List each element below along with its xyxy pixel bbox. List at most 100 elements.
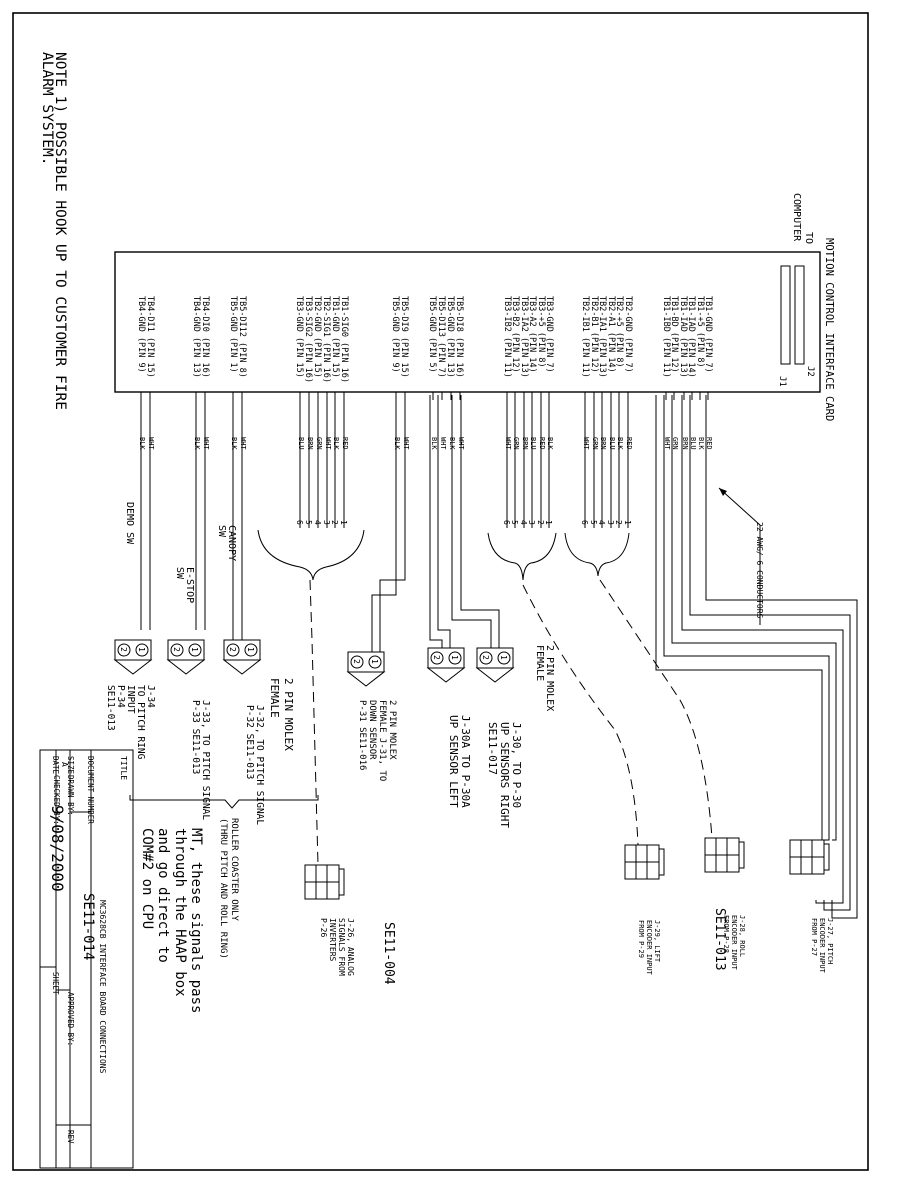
bundle-pin-number: 5 — [510, 520, 519, 525]
wire-color-label: BRN — [521, 437, 529, 450]
pin-label: TB4-DI1 (PIN 15) — [145, 296, 155, 378]
fire-alarm-note: NOTE 1) POSSIBLE HOOK UP TO CUSTOMER FIR… — [39, 52, 68, 410]
dashed-route-analog — [309, 579, 319, 866]
demo-switch-label: DEMO SW — [124, 502, 135, 545]
wire-color-label: BLU — [608, 437, 616, 450]
pin-label: TB5-DI8 (PIN 16) — [454, 296, 464, 378]
pin-label: TB5-GND (PIN 9) — [390, 296, 400, 373]
svg-text:1: 1 — [450, 655, 459, 660]
pin-label: TB5-DI9 (PIN 15) — [399, 296, 409, 378]
wire-color-label: WHT — [504, 437, 512, 450]
to-computer-group: TO — [803, 232, 814, 244]
molex-j30a: 12 — [426, 647, 466, 683]
j26-label-line: P-26 — [319, 918, 328, 937]
j32-label-line: J-32, TO PITCH SIGNAL — [254, 705, 265, 825]
j28-label-line: FROM P-28 — [722, 915, 730, 953]
j34-label-line: P-34 — [115, 685, 126, 708]
bundle-pin-number: 2 — [330, 520, 339, 525]
pin-label: TB5-GND (PIN 13) — [445, 296, 455, 378]
svg-text:1: 1 — [137, 647, 146, 652]
wire-color-label: RED — [341, 437, 349, 450]
wire-color-label: BLK — [697, 437, 705, 450]
molex-left-label-2: FEMALE — [268, 678, 281, 718]
j26-label-line: INVERTERS — [328, 918, 337, 962]
j31-label-line: P-31 SE11-016 — [357, 700, 367, 770]
connector-j26 — [304, 864, 345, 900]
pin-label: TB3-B2 (PIN 12) — [510, 296, 520, 373]
wire-color-label: BRN — [681, 437, 689, 450]
bundle-pin-number: 3 — [527, 520, 536, 525]
wires: REDBLKBLUBRNGRNWHTREDBLKBLUBRNGRNWHTBLKR… — [138, 392, 713, 528]
bundle-pin-number: 4 — [519, 520, 528, 525]
bundle-pin-number: 6 — [580, 520, 589, 525]
j27-label-line: ENCODER INPUT — [818, 918, 826, 974]
pin-labels: TB1-GND (PIN 7)TB1-+5 (PIN 8)TB1-IAD (PI… — [136, 296, 713, 383]
j32-label-line: P-32 SE11-013 — [244, 705, 255, 779]
title-block — [39, 749, 134, 1169]
estop-label-2: SW — [174, 567, 185, 580]
connector-j28 — [704, 837, 745, 873]
pin-label: TB4-DI0 (PIN 16) — [200, 296, 210, 378]
canopy-label-1: CANOPY — [226, 525, 237, 561]
j34-label-line: SE11-013 — [105, 685, 116, 731]
bundle-pin-number: 3 — [606, 520, 615, 525]
wire-color-label: BLU — [689, 437, 697, 450]
j30a-label-line: UP SENSOR LEFT — [447, 715, 460, 808]
pin-label: TB2-GND (PIN 7) — [623, 296, 633, 373]
bundle-pin-number: 5 — [304, 520, 313, 525]
bundle-pin-number: 4 — [313, 520, 322, 525]
wire-color-label: RED — [705, 437, 713, 450]
wire-color-label: GRN — [512, 437, 520, 450]
to-computer-label-2: COMPUTER — [791, 193, 802, 242]
awg-arrow — [719, 488, 727, 496]
j1-label: J1 — [777, 376, 787, 387]
j29-label-line: ENCODER INPUT — [645, 920, 653, 976]
pin-label: TB3-GND (PIN 15) — [294, 296, 304, 378]
bundle-pin-number: 6 — [295, 520, 304, 525]
pin-label: TB5-GND (PIN 5) — [427, 296, 437, 373]
wire-color-label: GRN — [315, 437, 323, 450]
bundle-pin-number: 2 — [536, 520, 545, 525]
pin-label: TB2-+5 (PIN 8) — [614, 296, 624, 368]
molex-j30: 12 — [475, 647, 515, 683]
pin-label: TB4-GND (PIN 13) — [191, 296, 201, 378]
j28-label-line: ENCODER INPUT — [730, 915, 738, 971]
svg-text:2: 2 — [172, 647, 181, 652]
roller-coaster-line: (THRU PITCH AND ROLL RING) — [218, 818, 228, 959]
wire-color-label: WHT — [402, 437, 410, 450]
pin-label: TB3-+5 (PIN 8) — [536, 296, 546, 368]
wire-color-label: WHT — [439, 437, 447, 450]
rev-label: REV — [66, 1130, 75, 1144]
svg-text:2: 2 — [481, 655, 490, 660]
wire-color-label: BLU — [297, 437, 305, 450]
svg-text:2: 2 — [432, 655, 441, 660]
pin-label: TB1-IAD (PIN 14) — [686, 296, 696, 378]
bundle-pin-number: 1 — [623, 520, 632, 525]
wire-color-label: RED — [625, 437, 633, 450]
pin-label: TB2-A1 (PIN 14) — [606, 296, 616, 373]
canopy-label-2: SW — [216, 525, 227, 538]
checked-label: CHECKED BY: — [52, 775, 61, 825]
pin-label: TB5-DI12 (PIN 8) — [237, 296, 247, 378]
bundle-pin-number: 4 — [597, 520, 606, 525]
handwritten-line: through the HAAP box — [172, 828, 188, 997]
molex-j34: 12 — [113, 639, 153, 675]
j27-label-line: FROM P-27 — [810, 918, 818, 956]
svg-text:2: 2 — [119, 647, 128, 652]
date-value: 9/08/2000 — [48, 805, 67, 892]
pin-label: TB5-DI13 (PIN 7) — [436, 296, 446, 378]
j2-label: J2 — [805, 366, 815, 377]
docnum: SE11-014 — [80, 893, 96, 960]
svg-text:1: 1 — [499, 655, 508, 660]
molex-top-label-1: 2 PIN MOLEX — [544, 645, 555, 711]
se11-013-label: SE11-013 — [712, 908, 727, 971]
bundle-pin-number: 6 — [502, 520, 511, 525]
j34-label-line: J-34 — [145, 685, 156, 708]
j28-label-line: J-28, ROLL — [738, 915, 746, 957]
handwritten-line: MT, these signals pass — [188, 828, 204, 1013]
wire-color-label: GRN — [671, 437, 679, 450]
j2-socket — [794, 265, 805, 365]
svg-text:1: 1 — [370, 659, 379, 664]
